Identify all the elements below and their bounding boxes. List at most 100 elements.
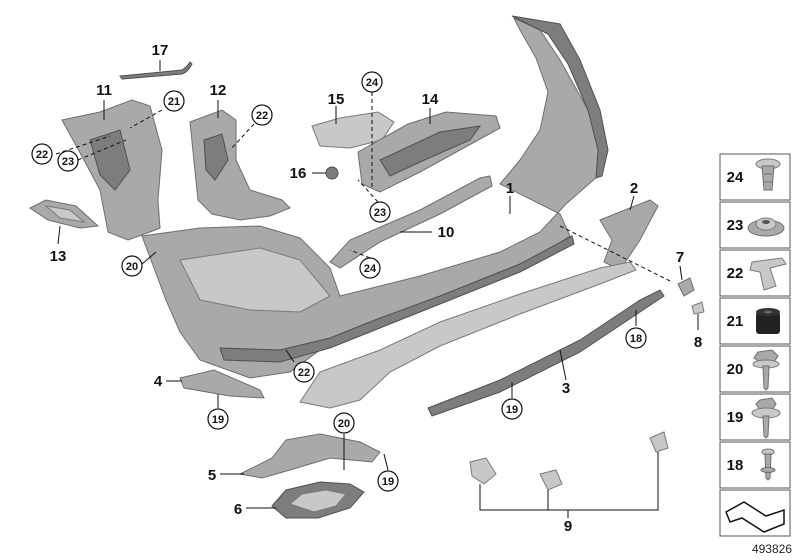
part-2-side-trim <box>599 199 659 271</box>
part-6-inner <box>288 489 347 513</box>
label-6: 6 <box>234 501 242 518</box>
leader-22c <box>285 349 295 363</box>
nut-icon <box>747 217 785 237</box>
callout-22-upper: 22 <box>251 104 273 126</box>
panel-label-23: 23 <box>727 217 744 234</box>
panel-label-19: 19 <box>727 409 744 426</box>
panel-cell-22 <box>719 249 791 297</box>
callout-24-lower-text: 24 <box>364 263 377 275</box>
part-11-detail <box>89 129 131 191</box>
spring-clip-icon <box>749 257 787 291</box>
leader-21 <box>129 109 163 129</box>
part-9-clip-c <box>649 431 669 453</box>
leader-23b <box>357 179 379 203</box>
panel-label-24: 24 <box>727 169 744 186</box>
callout-21-text: 21 <box>168 96 180 108</box>
callout-22-lower-text: 22 <box>298 367 310 379</box>
part-13-lens <box>44 205 86 223</box>
leader-2 <box>629 195 635 211</box>
label-5: 5 <box>208 467 216 484</box>
label-3: 3 <box>562 380 570 397</box>
leader-20a <box>141 251 157 265</box>
leader-19c <box>383 453 389 471</box>
hex-screw-icon <box>752 349 780 391</box>
label-14: 14 <box>422 91 439 108</box>
callout-19-center-text: 19 <box>506 404 518 416</box>
callout-19-lower: 19 <box>377 470 399 492</box>
callout-20-left: 20 <box>121 255 143 277</box>
part-7-pad <box>677 277 695 297</box>
callout-24-lower: 24 <box>359 257 381 279</box>
diagram-id: 493826 <box>752 542 792 556</box>
callout-19-lower-text: 19 <box>382 476 394 488</box>
callout-19-center: 19 <box>501 398 523 420</box>
label-10: 10 <box>438 224 455 241</box>
label-7: 7 <box>676 249 684 266</box>
part-3-diffuser <box>299 261 637 409</box>
part-1-upper-edge <box>511 15 609 179</box>
part-16-clip <box>325 166 339 180</box>
callout-18: 18 <box>625 327 647 349</box>
part-12-detail <box>203 133 229 181</box>
label-11: 11 <box>96 82 112 99</box>
panel-cell-18 <box>719 441 791 489</box>
leader-13 <box>57 225 61 245</box>
leader-9 <box>479 452 659 518</box>
callout-19-left: 19 <box>207 408 229 430</box>
callout-19-left-text: 19 <box>212 414 224 426</box>
rubber-buffer-icon <box>756 308 780 334</box>
part-9-clip-b <box>539 469 563 491</box>
callout-23-left-text: 23 <box>62 156 74 168</box>
callout-22-lower: 22 <box>293 361 315 383</box>
panel-label-18: 18 <box>727 457 744 474</box>
label-13: 13 <box>50 248 67 265</box>
part-17-trim-strip <box>119 61 193 80</box>
part-15-cover <box>311 111 395 149</box>
reference-symbol-icon <box>725 501 785 533</box>
part-1-panel-face <box>179 247 331 313</box>
callout-20-lower-text: 20 <box>338 418 350 430</box>
label-17: 17 <box>152 42 169 59</box>
leader-7 <box>679 265 683 281</box>
label-1: 1 <box>506 180 514 197</box>
part-4-bracket <box>179 369 265 399</box>
part-12-bracket <box>189 109 291 221</box>
label-8: 8 <box>694 334 702 351</box>
panel-cell-19 <box>719 393 791 441</box>
part-18-trim-strip <box>427 289 665 417</box>
callout-24-upper-text: 24 <box>366 77 379 89</box>
leader-3 <box>559 349 567 381</box>
callout-20-left-text: 20 <box>126 261 138 273</box>
part-5-exhaust-bracket <box>238 433 381 479</box>
label-12: 12 <box>210 82 227 99</box>
leader-24b <box>349 249 371 259</box>
callout-24-upper: 24 <box>361 71 383 93</box>
label-2: 2 <box>630 180 638 197</box>
label-9: 9 <box>564 518 572 535</box>
callout-21: 21 <box>163 90 185 112</box>
panel-cell-20 <box>719 345 791 393</box>
part-9-clip-a <box>469 457 497 485</box>
part-14-detail <box>379 125 482 177</box>
panel-label-20: 20 <box>727 361 744 378</box>
label-15: 15 <box>328 91 345 108</box>
callout-22-left-text: 22 <box>36 149 48 161</box>
collar-screw-icon <box>751 397 781 439</box>
callout-22-upper-text: 22 <box>256 110 268 122</box>
part-8-pad <box>691 301 705 315</box>
panel-label-22: 22 <box>727 265 744 282</box>
callout-23-center: 23 <box>369 201 391 223</box>
callout-18-text: 18 <box>630 333 642 345</box>
fastener-panel: 24 23 22 21 20 19 18 <box>719 153 791 537</box>
screw-icon <box>760 448 776 481</box>
panel-label-21: 21 <box>727 313 744 330</box>
callout-20-lower: 20 <box>333 412 355 434</box>
label-16: 16 <box>290 165 307 182</box>
callout-23-left: 23 <box>57 150 79 172</box>
leader-22b <box>229 123 255 151</box>
label-4: 4 <box>154 373 163 390</box>
part-1-lower-lip <box>219 235 575 363</box>
part-10-long-bracket <box>329 175 493 269</box>
callout-23-center-text: 23 <box>374 207 386 219</box>
